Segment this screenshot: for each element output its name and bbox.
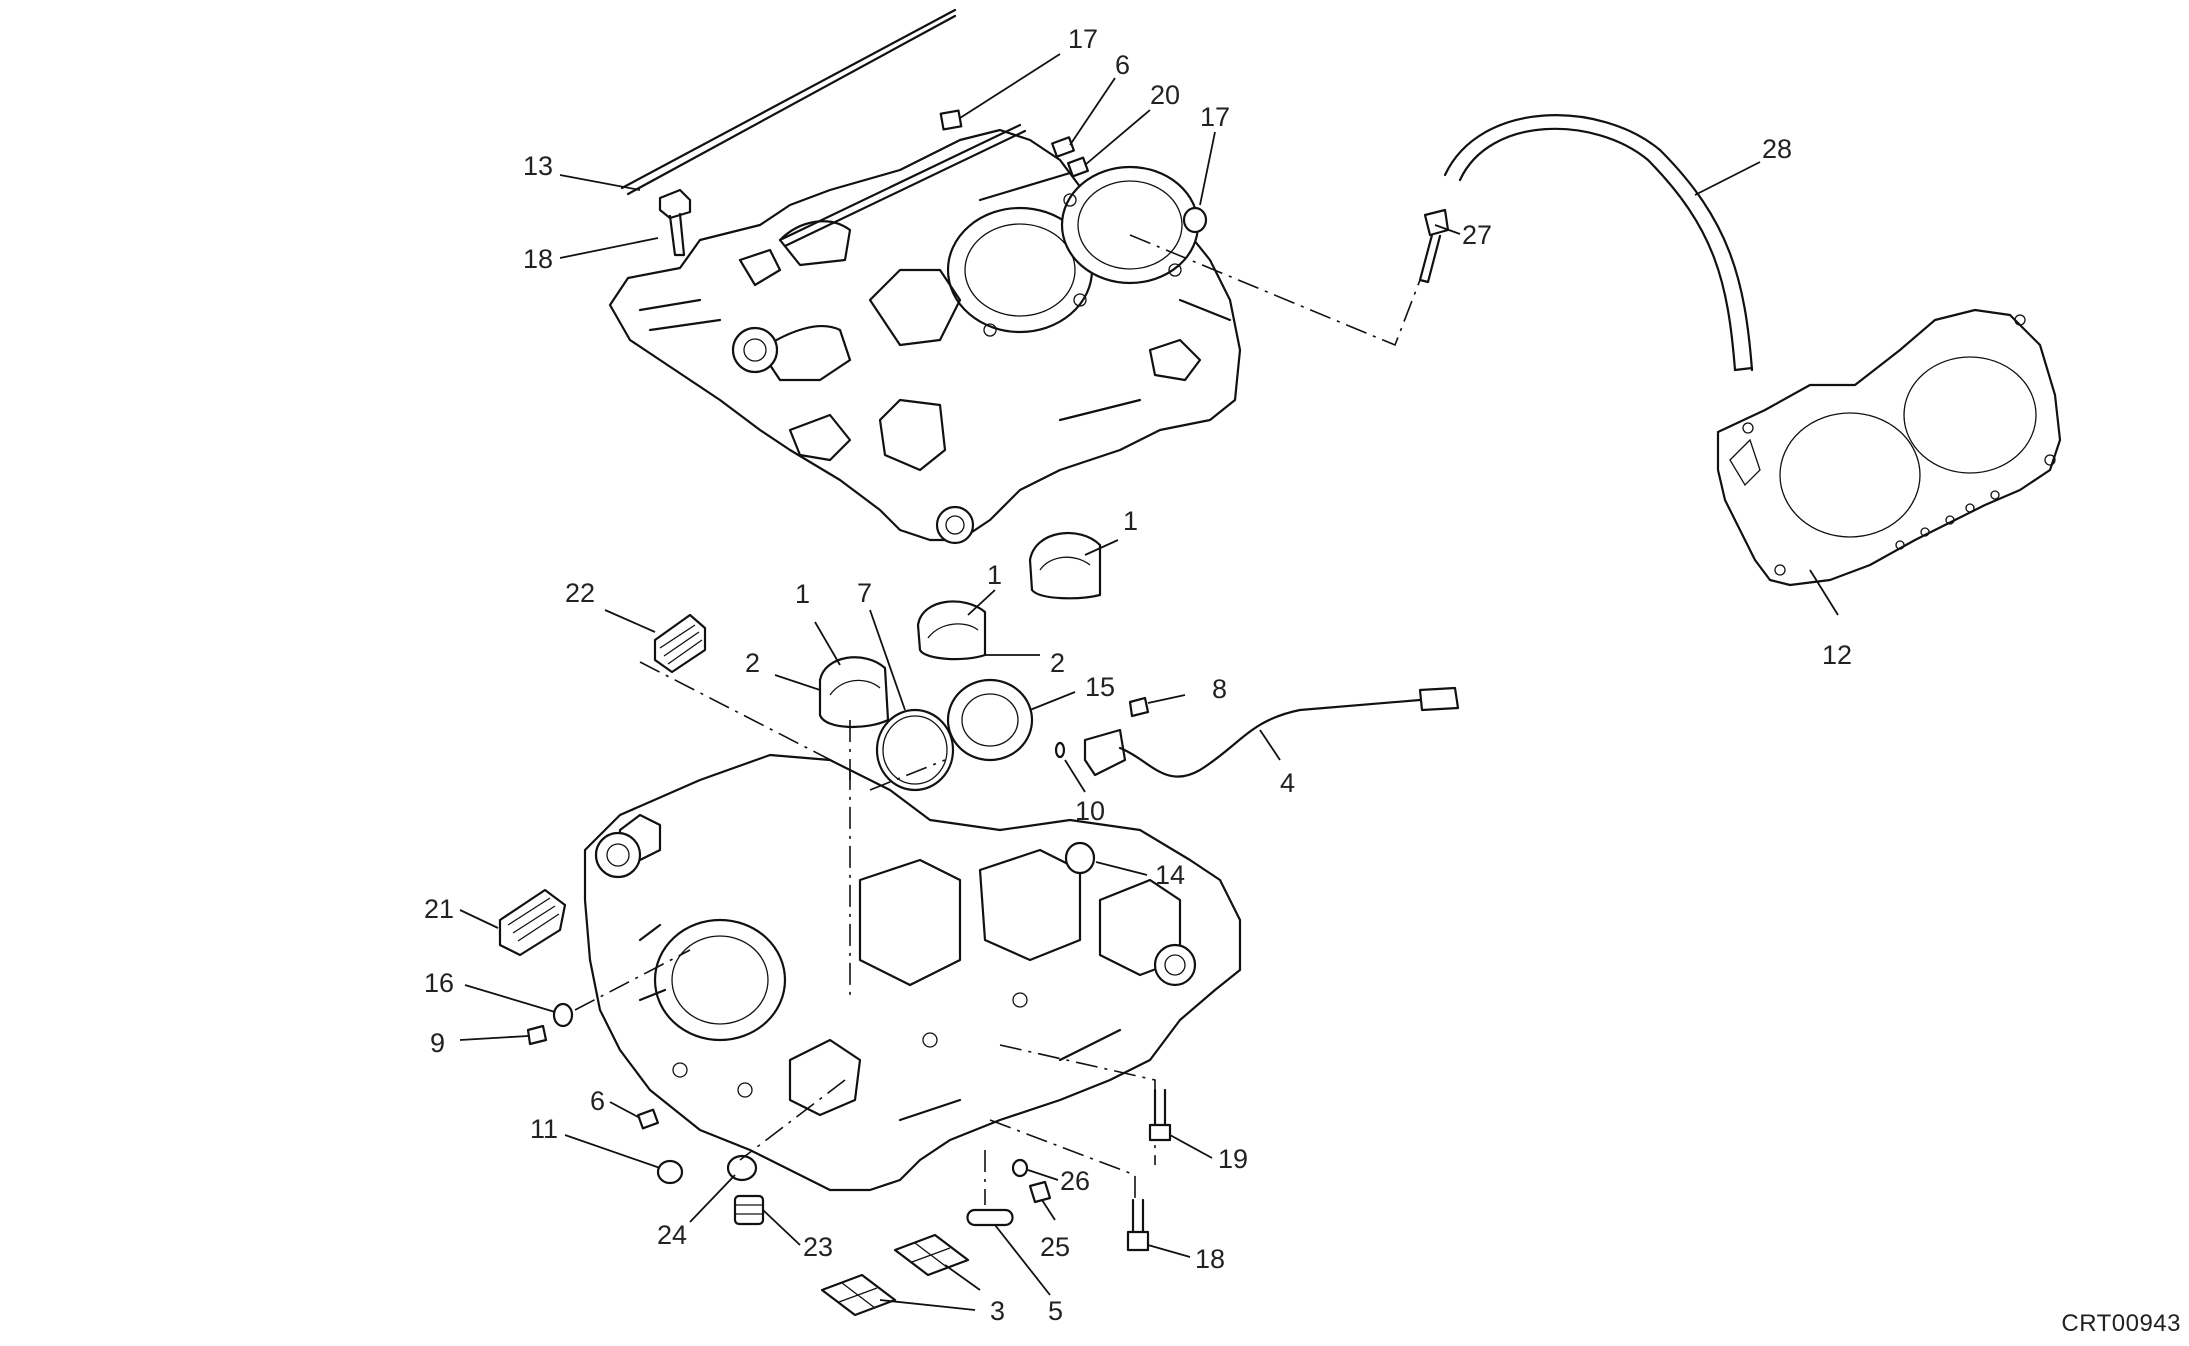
guide-circlip-to-case: [869, 759, 946, 791]
callout-20: 20: [1150, 80, 1180, 110]
callout-28: 28: [1762, 134, 1792, 164]
part-6-dowel-upper: [1051, 136, 1075, 158]
part-25-screw: [1028, 1180, 1052, 1204]
callout-6b: 6: [590, 1086, 605, 1116]
callout-17b: 17: [1200, 102, 1230, 132]
part-11-plug: [656, 1159, 684, 1185]
callout-18b: 18: [1195, 1244, 1225, 1274]
callout-18a: 18: [523, 244, 553, 274]
part-16-washer: [552, 1002, 574, 1028]
part-14-seal: [1064, 841, 1096, 875]
part-4-sensor-with-cable: [1083, 686, 1460, 778]
part-9-screw: [526, 1024, 548, 1046]
callout-6a: 6: [1115, 50, 1130, 80]
drawing-code: CRT00943: [2061, 1310, 2181, 1337]
callout-17a: 17: [1068, 24, 1098, 54]
callout-4: 4: [1280, 768, 1295, 798]
part-1-bearing-shell-middle: [916, 600, 987, 661]
part-2-bearing-shell-left: [818, 656, 890, 728]
callout-leaders: [459, 53, 1839, 1311]
callout-8: 8: [1212, 674, 1227, 704]
callout-22: 22: [565, 578, 595, 608]
part-24-washer: [726, 1154, 758, 1182]
part-10-o-ring: [1054, 741, 1066, 759]
callout-2b: 2: [1050, 648, 1065, 678]
callout-24: 24: [657, 1220, 687, 1250]
callout-21: 21: [424, 894, 454, 924]
callout-14: 14: [1155, 860, 1185, 890]
callout-10: 10: [1075, 796, 1105, 826]
part-22-threaded-plug: [653, 613, 707, 674]
callout-26: 26: [1060, 1166, 1090, 1196]
part-3-strainer-lower: [820, 1273, 897, 1317]
part-28-oil-hose: [1443, 114, 1754, 372]
callout-13: 13: [523, 151, 553, 181]
part-5-gasket: [966, 1208, 1014, 1227]
part-18-bolt-lower: [1126, 1198, 1150, 1252]
callout-15: 15: [1085, 672, 1115, 702]
callout-19: 19: [1218, 1144, 1248, 1174]
upper-case-gasket-strip: [778, 123, 1027, 248]
callout-11: 11: [530, 1114, 558, 1144]
callout-labels: 17 6 20 17 13 18 28 27 12 1 1 1 7 22 2 2…: [424, 24, 1852, 1326]
part-18-bolt-upper: [658, 188, 692, 257]
callout-5: 5: [1048, 1296, 1063, 1326]
part-1-bearing-shell-right: [1028, 531, 1102, 600]
part-8-screw: [1128, 696, 1150, 718]
callout-2a: 2: [745, 648, 760, 678]
part-17-dowel-upper: [939, 109, 963, 131]
callout-7: 7: [857, 578, 872, 608]
callout-3: 3: [990, 1296, 1005, 1326]
part-13-sealing-strip: [620, 8, 957, 196]
callout-9: 9: [430, 1028, 445, 1058]
part-17-ring-upper: [1182, 206, 1208, 234]
guide-16-to-case: [574, 949, 691, 1011]
guide-upper-to-fitting: [1129, 234, 1421, 347]
callout-16: 16: [424, 968, 454, 998]
part-6-dowel-lower: [636, 1108, 660, 1130]
callout-1b: 1: [987, 560, 1002, 590]
part-12-head-gasket: [1716, 308, 2062, 587]
upper-crankcase-half: [608, 128, 1242, 545]
part-20-screw: [1066, 156, 1090, 178]
callout-25: 25: [1040, 1232, 1070, 1262]
callout-1a: 1: [1123, 506, 1138, 536]
part-3-strainer-upper: [893, 1233, 970, 1277]
guide-18-lower: [989, 1119, 1136, 1200]
part-15-oil-seal: [946, 678, 1034, 762]
callout-12: 12: [1822, 640, 1852, 670]
part-23-drain-plug: [733, 1194, 765, 1226]
part-21-filter-plug: [498, 888, 567, 957]
part-26-o-ring: [1011, 1158, 1029, 1178]
callout-23: 23: [803, 1232, 833, 1262]
callout-27: 27: [1462, 220, 1492, 250]
part-27-fitting: [1418, 208, 1450, 284]
lower-crankcase-half: [583, 753, 1242, 1192]
part-19-bolt: [1148, 1088, 1172, 1142]
part-7-circlip: [875, 708, 955, 792]
callout-1c: 1: [795, 579, 810, 609]
